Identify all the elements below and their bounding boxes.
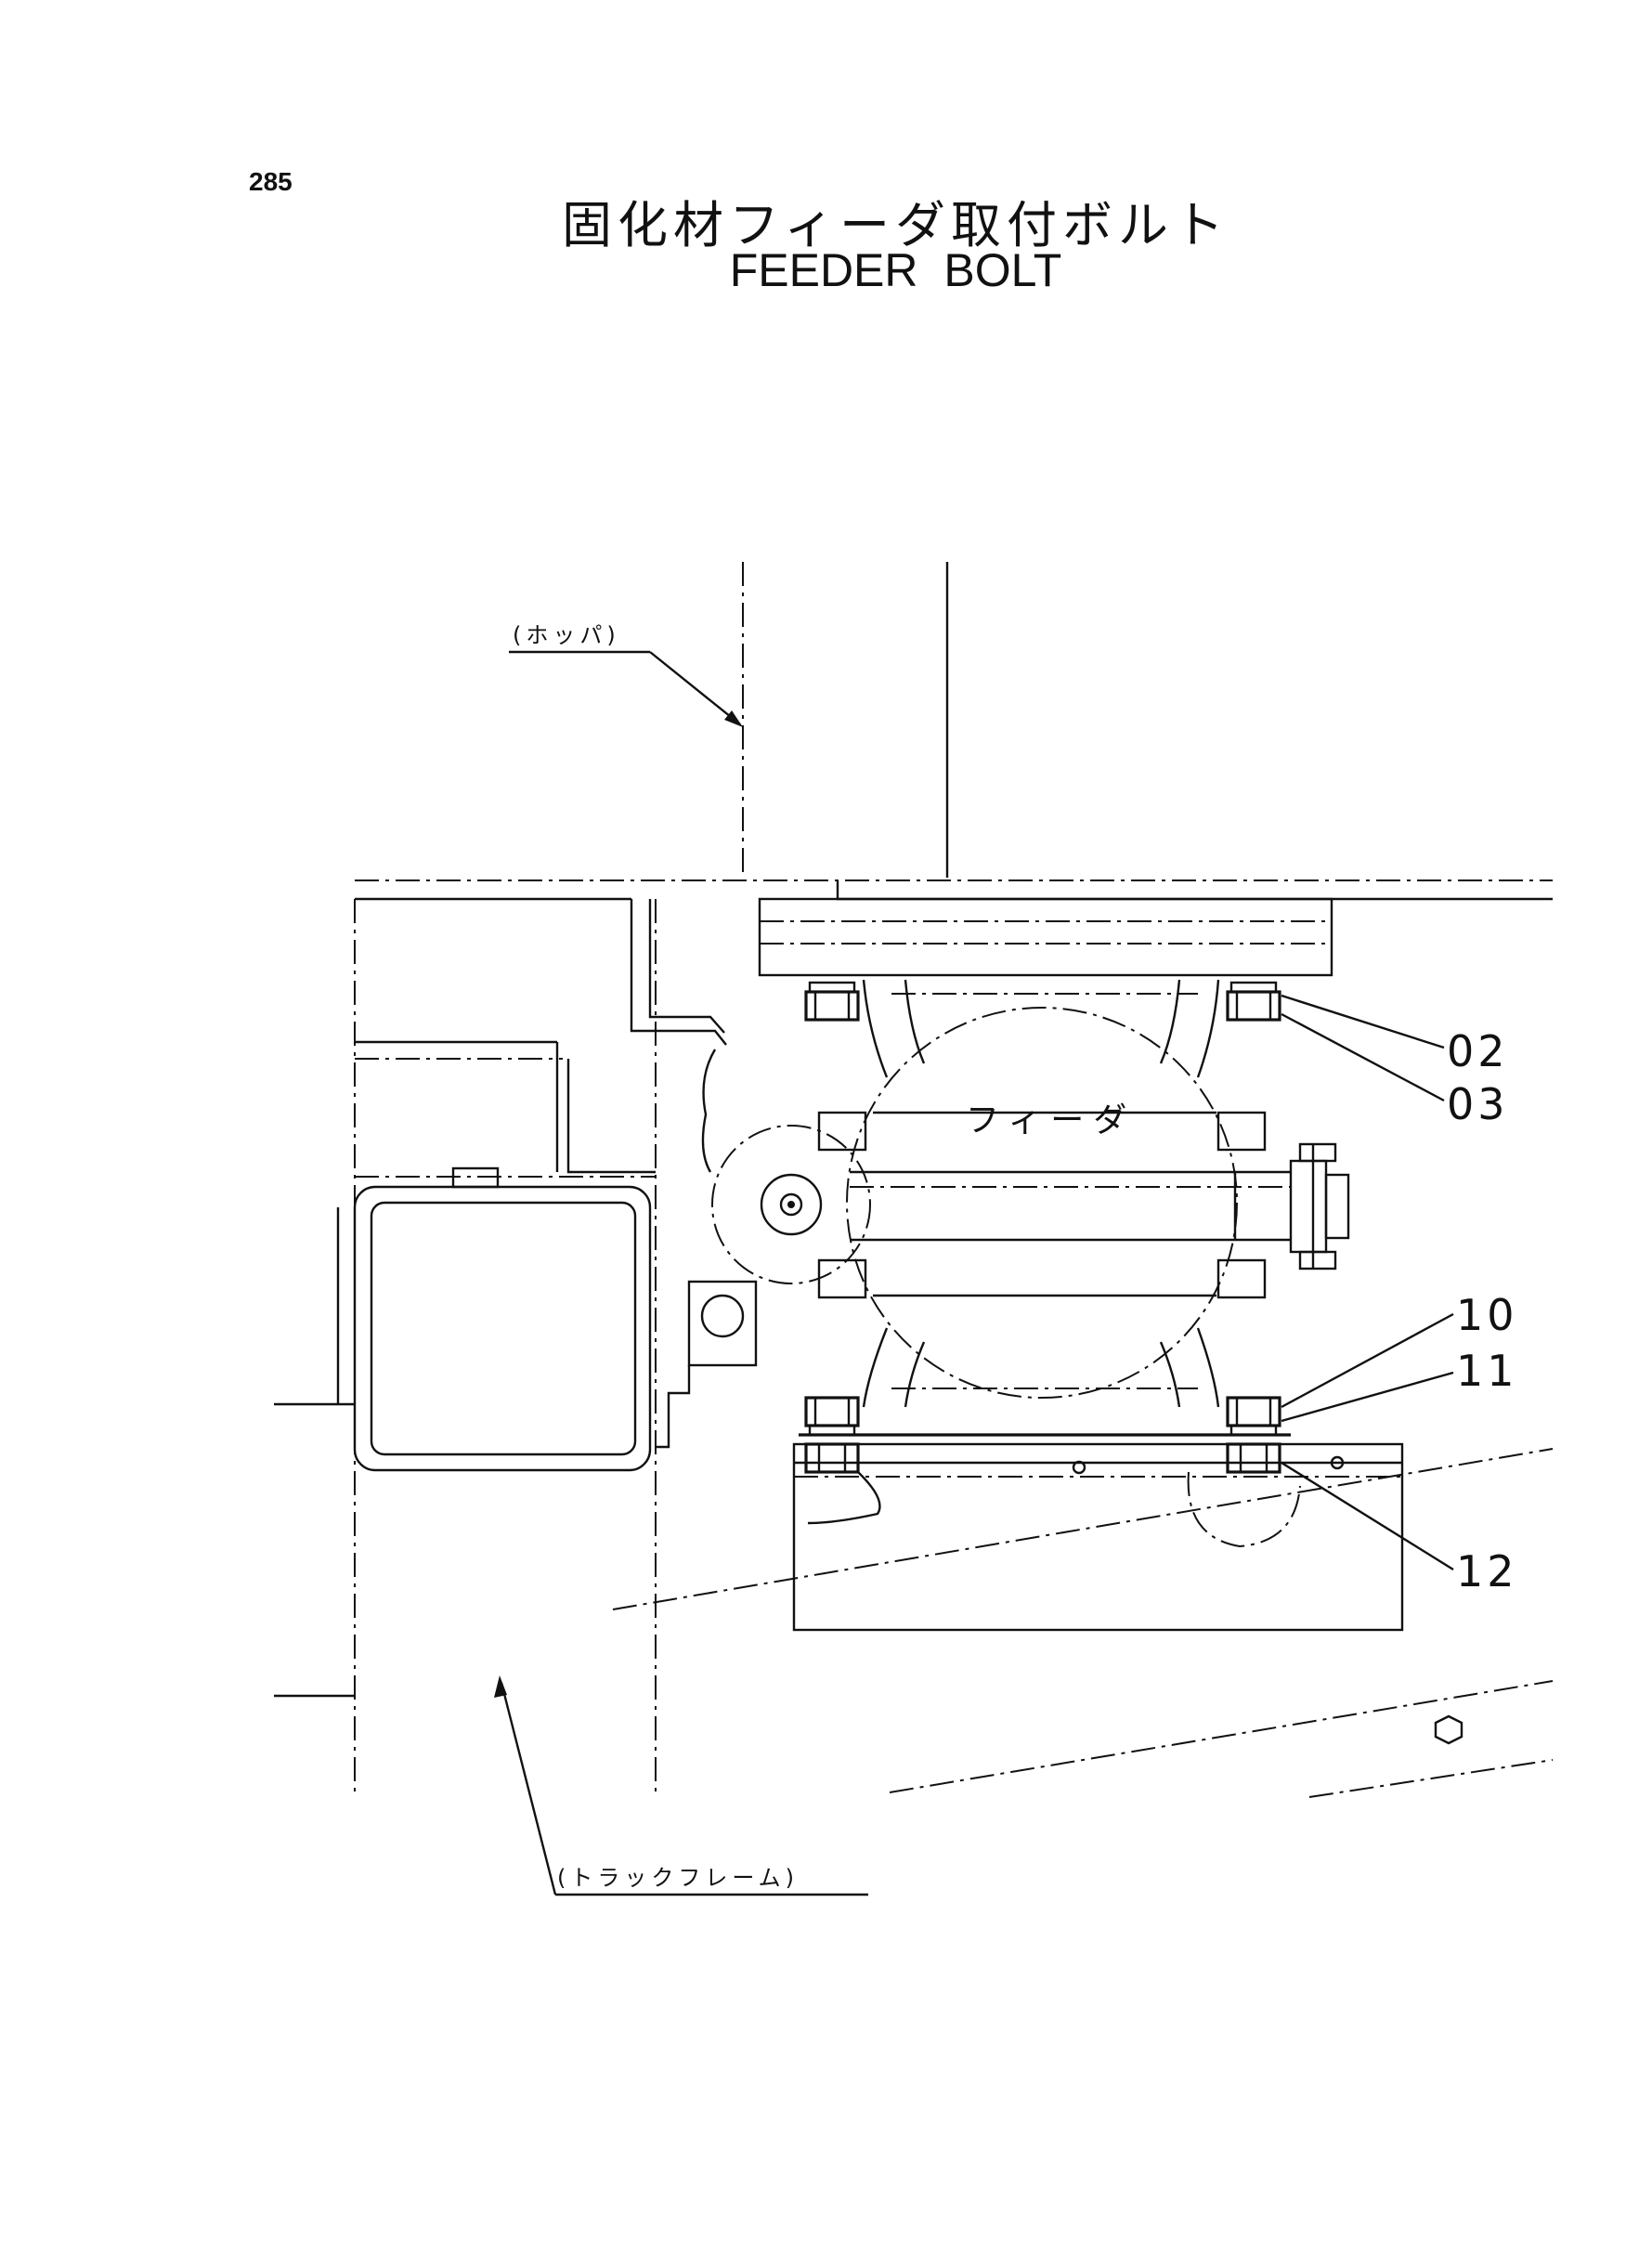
pulley bbox=[711, 1125, 871, 1284]
callout-02: 02 bbox=[1447, 1026, 1509, 1076]
bolt-top-left bbox=[804, 981, 860, 1022]
base-frame bbox=[612, 1433, 1554, 1798]
callout-11: 11 bbox=[1456, 1346, 1518, 1396]
bracket bbox=[656, 1280, 758, 1449]
callout-10-leader bbox=[1281, 1312, 1454, 1409]
callout-03-leader bbox=[1281, 1012, 1445, 1102]
square-tube bbox=[274, 1166, 652, 1698]
callout-12-leader bbox=[1281, 1461, 1454, 1571]
bolt-top-right bbox=[1226, 981, 1281, 1022]
hopper-outline bbox=[742, 562, 949, 878]
feeder-label: フィーダ bbox=[966, 1101, 1136, 1140]
hopper-label: (ホッパ) bbox=[513, 622, 620, 648]
callout-03: 03 bbox=[1447, 1079, 1509, 1129]
bolt-bottom-left bbox=[804, 1396, 860, 1437]
feeder-body bbox=[817, 979, 1350, 1408]
title-japanese: 固化材フィーダ取付ボルト bbox=[562, 196, 1229, 254]
track-frame-label: (トラックフレーム) bbox=[557, 1865, 799, 1891]
callout-11-leader bbox=[1281, 1371, 1454, 1423]
callout-02-leader bbox=[1281, 994, 1445, 1049]
callout-10: 10 bbox=[1456, 1290, 1518, 1340]
page-number: 285 bbox=[249, 167, 293, 196]
top-plate bbox=[355, 879, 1553, 977]
callout-12: 12 bbox=[1456, 1546, 1518, 1596]
hopper-leader bbox=[509, 650, 743, 727]
left-frame bbox=[354, 897, 727, 1792]
title-english: FEEDER BOLT bbox=[729, 244, 1062, 296]
track-frame-leader bbox=[494, 1675, 868, 1896]
bolt-bottom-right bbox=[1226, 1396, 1281, 1437]
